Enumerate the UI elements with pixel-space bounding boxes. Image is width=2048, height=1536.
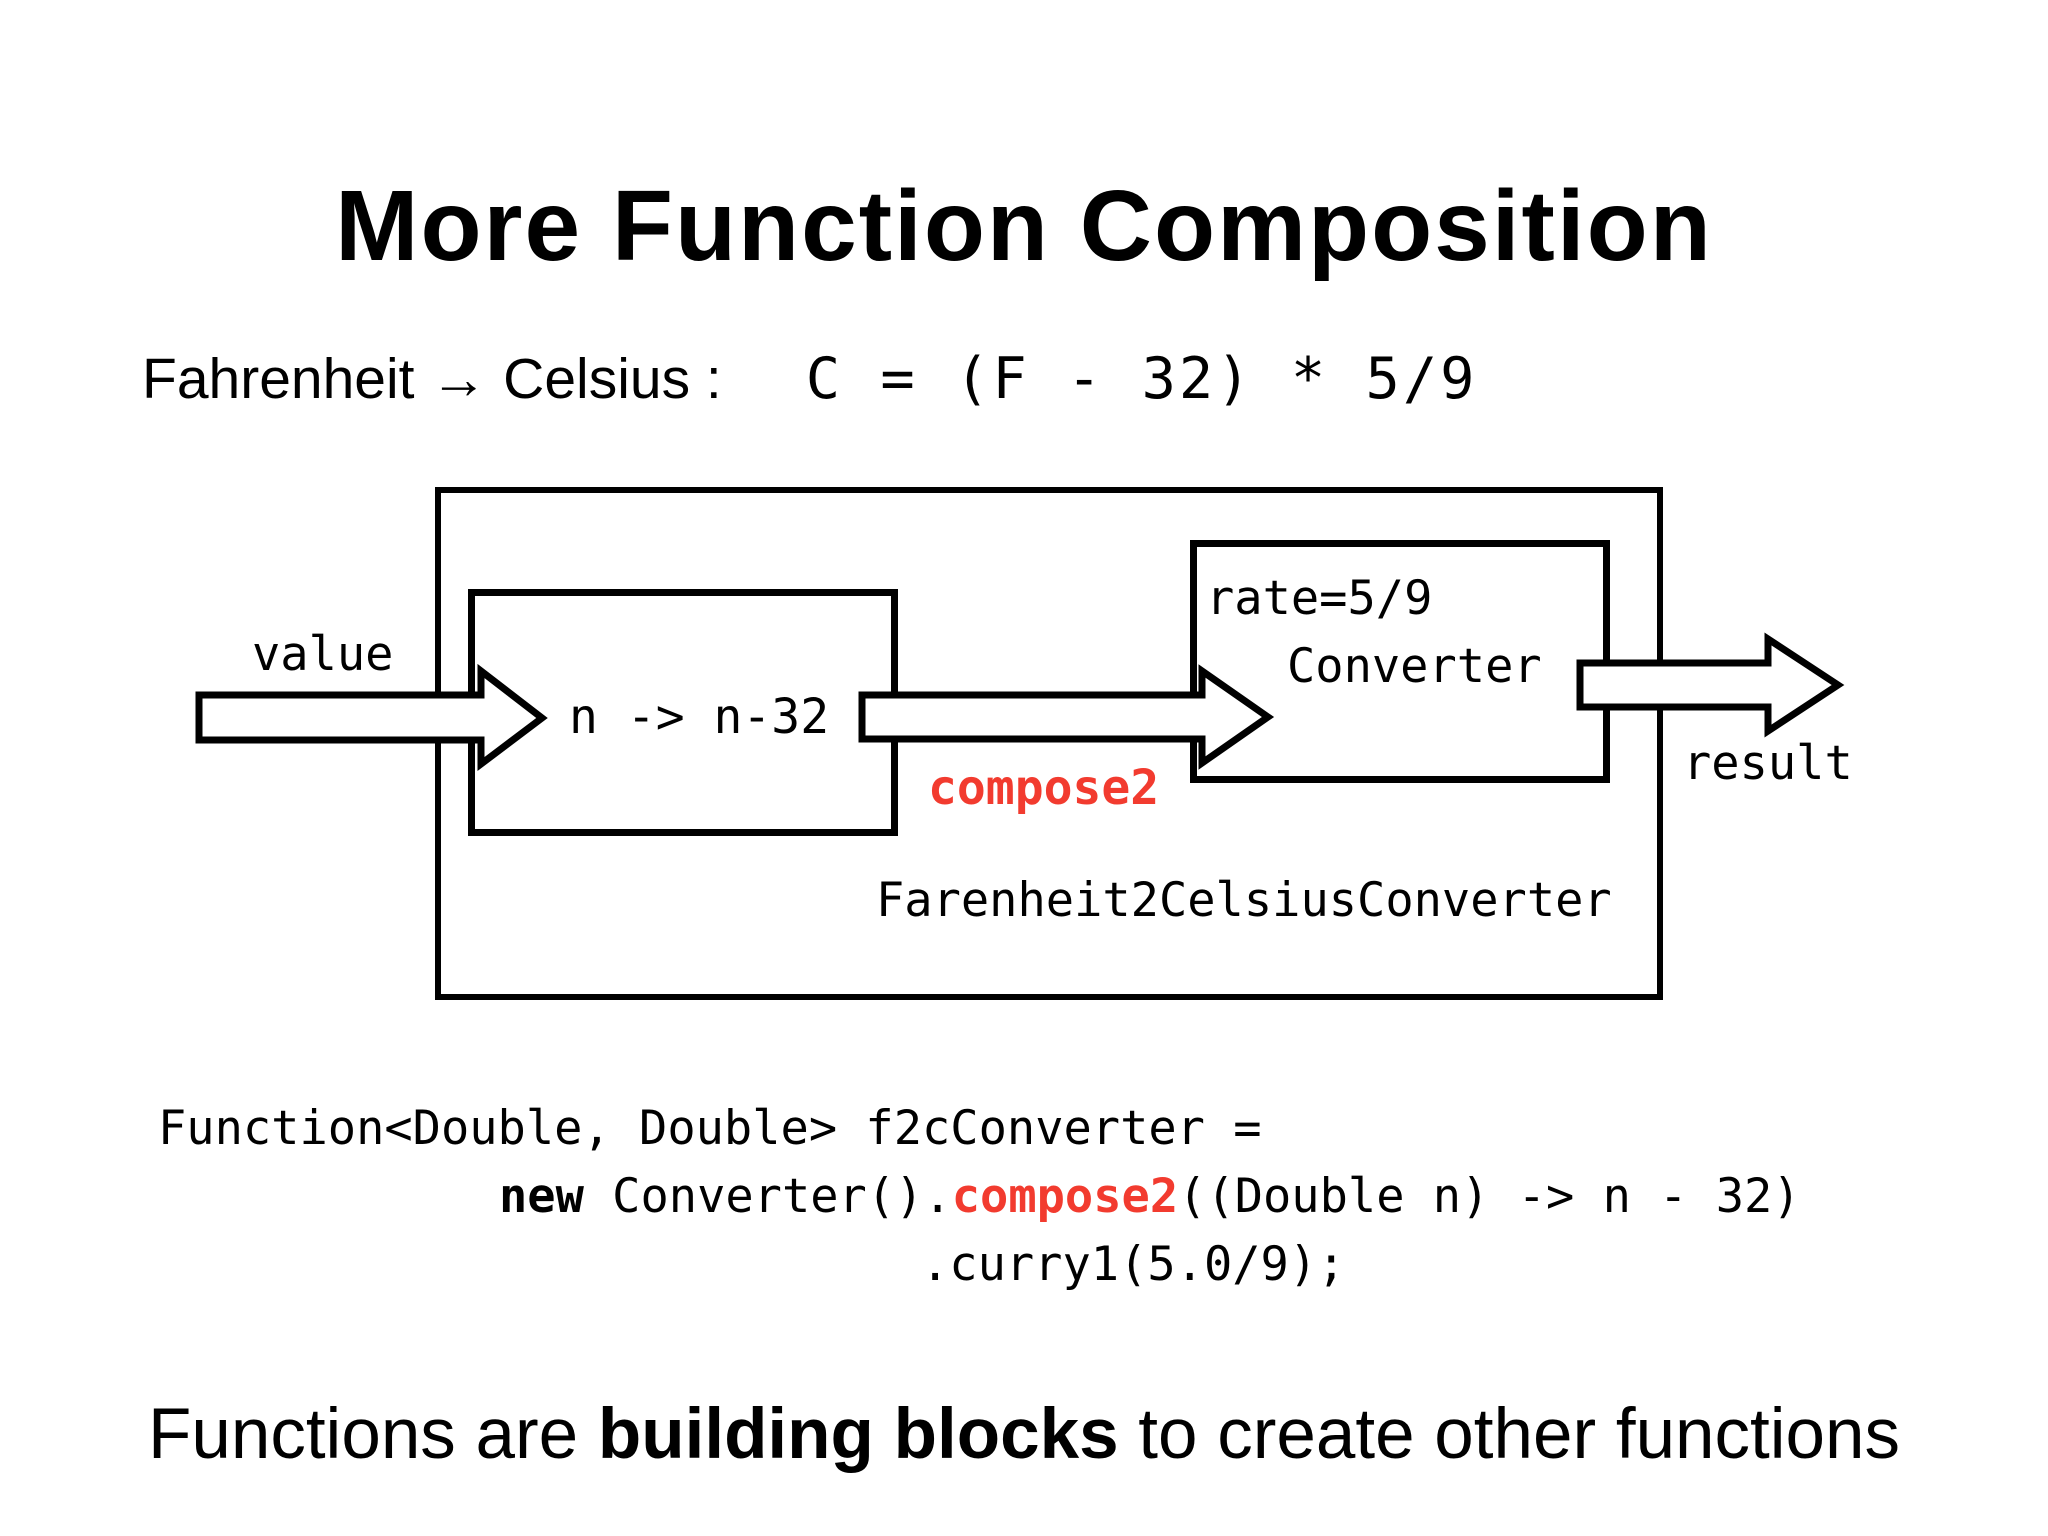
conversion-formula: Fahrenheit → Celsius : C = (F - 32) * 5/… [142, 346, 1477, 412]
compose-arrow-label: compose2 [928, 760, 1160, 816]
code-keyword-new: new [499, 1169, 584, 1224]
code-method-args: ((Double n) -> n - 32) [1178, 1169, 1801, 1224]
code-line-1: Function<Double, Double> f2cConverter = [158, 1101, 1262, 1156]
code-object-expr: Converter(). [583, 1169, 952, 1224]
converter-box [1190, 540, 1610, 783]
takeaway-emphasis: building blocks [597, 1395, 1119, 1474]
converter-rate-label: rate=5/9 [1206, 571, 1433, 626]
lambda-function-label: n -> n-32 [569, 689, 830, 745]
code-line-2: new Converter().compose2((Double n) -> n… [499, 1169, 1801, 1225]
code-method-compose2: compose2 [951, 1169, 1179, 1224]
takeaway-pre: Functions are [147, 1395, 598, 1474]
code-line-3: .curry1(5.0/9); [921, 1237, 1346, 1292]
slide-title: More Function Composition [335, 170, 1713, 282]
outer-converter-label: Farenheit2CelsiusConverter [876, 873, 1612, 928]
takeaway-sentence: Functions are building blocks to create … [0, 1394, 2048, 1475]
formula-mapping-label: Fahrenheit → Celsius : [142, 347, 722, 411]
output-arrow-label: result [1683, 736, 1853, 791]
takeaway-post: to create other functions [1118, 1395, 1901, 1474]
input-arrow-label: value [252, 627, 394, 682]
converter-name-label: Converter [1287, 639, 1542, 694]
formula-equation: C = (F - 32) * 5/9 [805, 346, 1478, 412]
